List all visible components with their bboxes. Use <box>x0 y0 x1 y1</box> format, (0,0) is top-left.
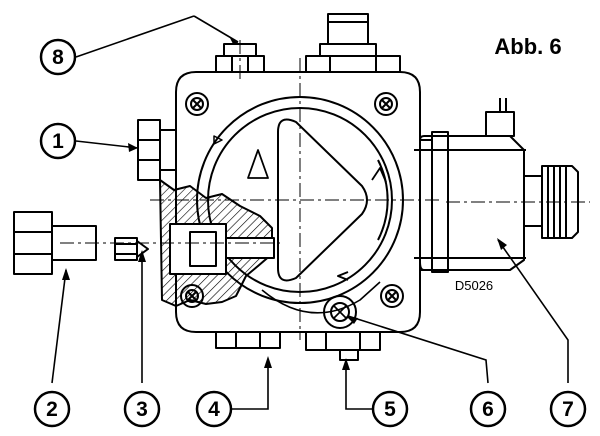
callout-5: 5 <box>371 390 409 428</box>
callout-7: 7 <box>549 390 587 428</box>
callout-4: 4 <box>195 390 233 428</box>
svg-text:3: 3 <box>136 398 148 421</box>
leader-lines <box>51 15 569 410</box>
delta-symbol <box>247 149 269 179</box>
svg-text:5: 5 <box>384 398 396 421</box>
svg-text:4: 4 <box>208 398 220 421</box>
callout-1: 1 <box>39 122 77 160</box>
drawing-reference: D5026 <box>455 278 493 293</box>
nozzle-pin-3 <box>114 237 149 261</box>
callout-6: 6 <box>469 390 507 428</box>
left-plug-2 <box>13 211 97 275</box>
top-fitting-right <box>305 13 401 73</box>
bottom-fitting-5 <box>305 331 381 361</box>
callout-3: 3 <box>123 390 161 428</box>
left-nut-1 <box>137 119 177 181</box>
svg-text:6: 6 <box>482 398 494 421</box>
bottom-fitting-4 <box>215 331 281 349</box>
svg-text:8: 8 <box>52 46 64 69</box>
svg-text:2: 2 <box>46 398 58 421</box>
centerlines <box>60 40 590 340</box>
leader-arrowheads <box>62 38 507 370</box>
callout-8: 8 <box>39 38 77 76</box>
callout-2: 2 <box>33 390 71 428</box>
solenoid-7 <box>414 98 579 273</box>
figure-title: Abb. 6 <box>494 34 561 59</box>
svg-text:7: 7 <box>562 398 574 421</box>
svg-text:1: 1 <box>52 130 64 153</box>
triangle-insert <box>277 118 368 282</box>
